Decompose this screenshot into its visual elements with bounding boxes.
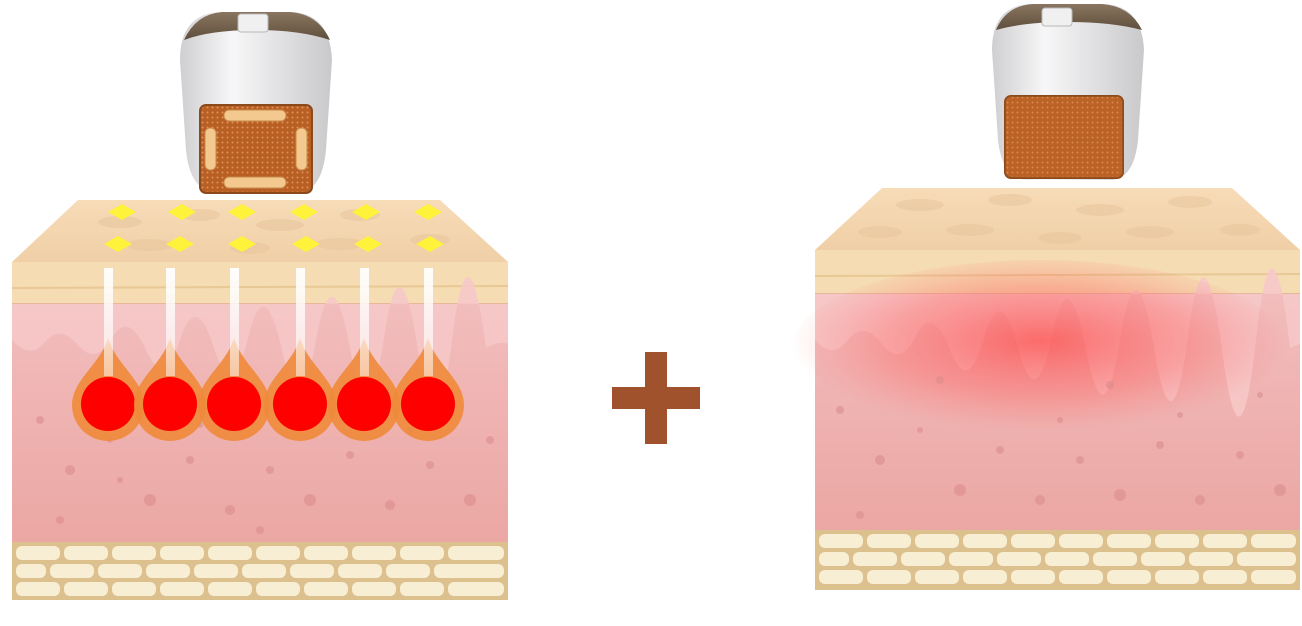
diffuse-heating-glow — [790, 260, 1290, 440]
left-epidermis — [12, 262, 508, 304]
left-handpiece — [180, 12, 332, 193]
plus-sign — [612, 352, 700, 444]
right-handpiece — [992, 4, 1144, 180]
right-skin-block — [790, 188, 1300, 610]
